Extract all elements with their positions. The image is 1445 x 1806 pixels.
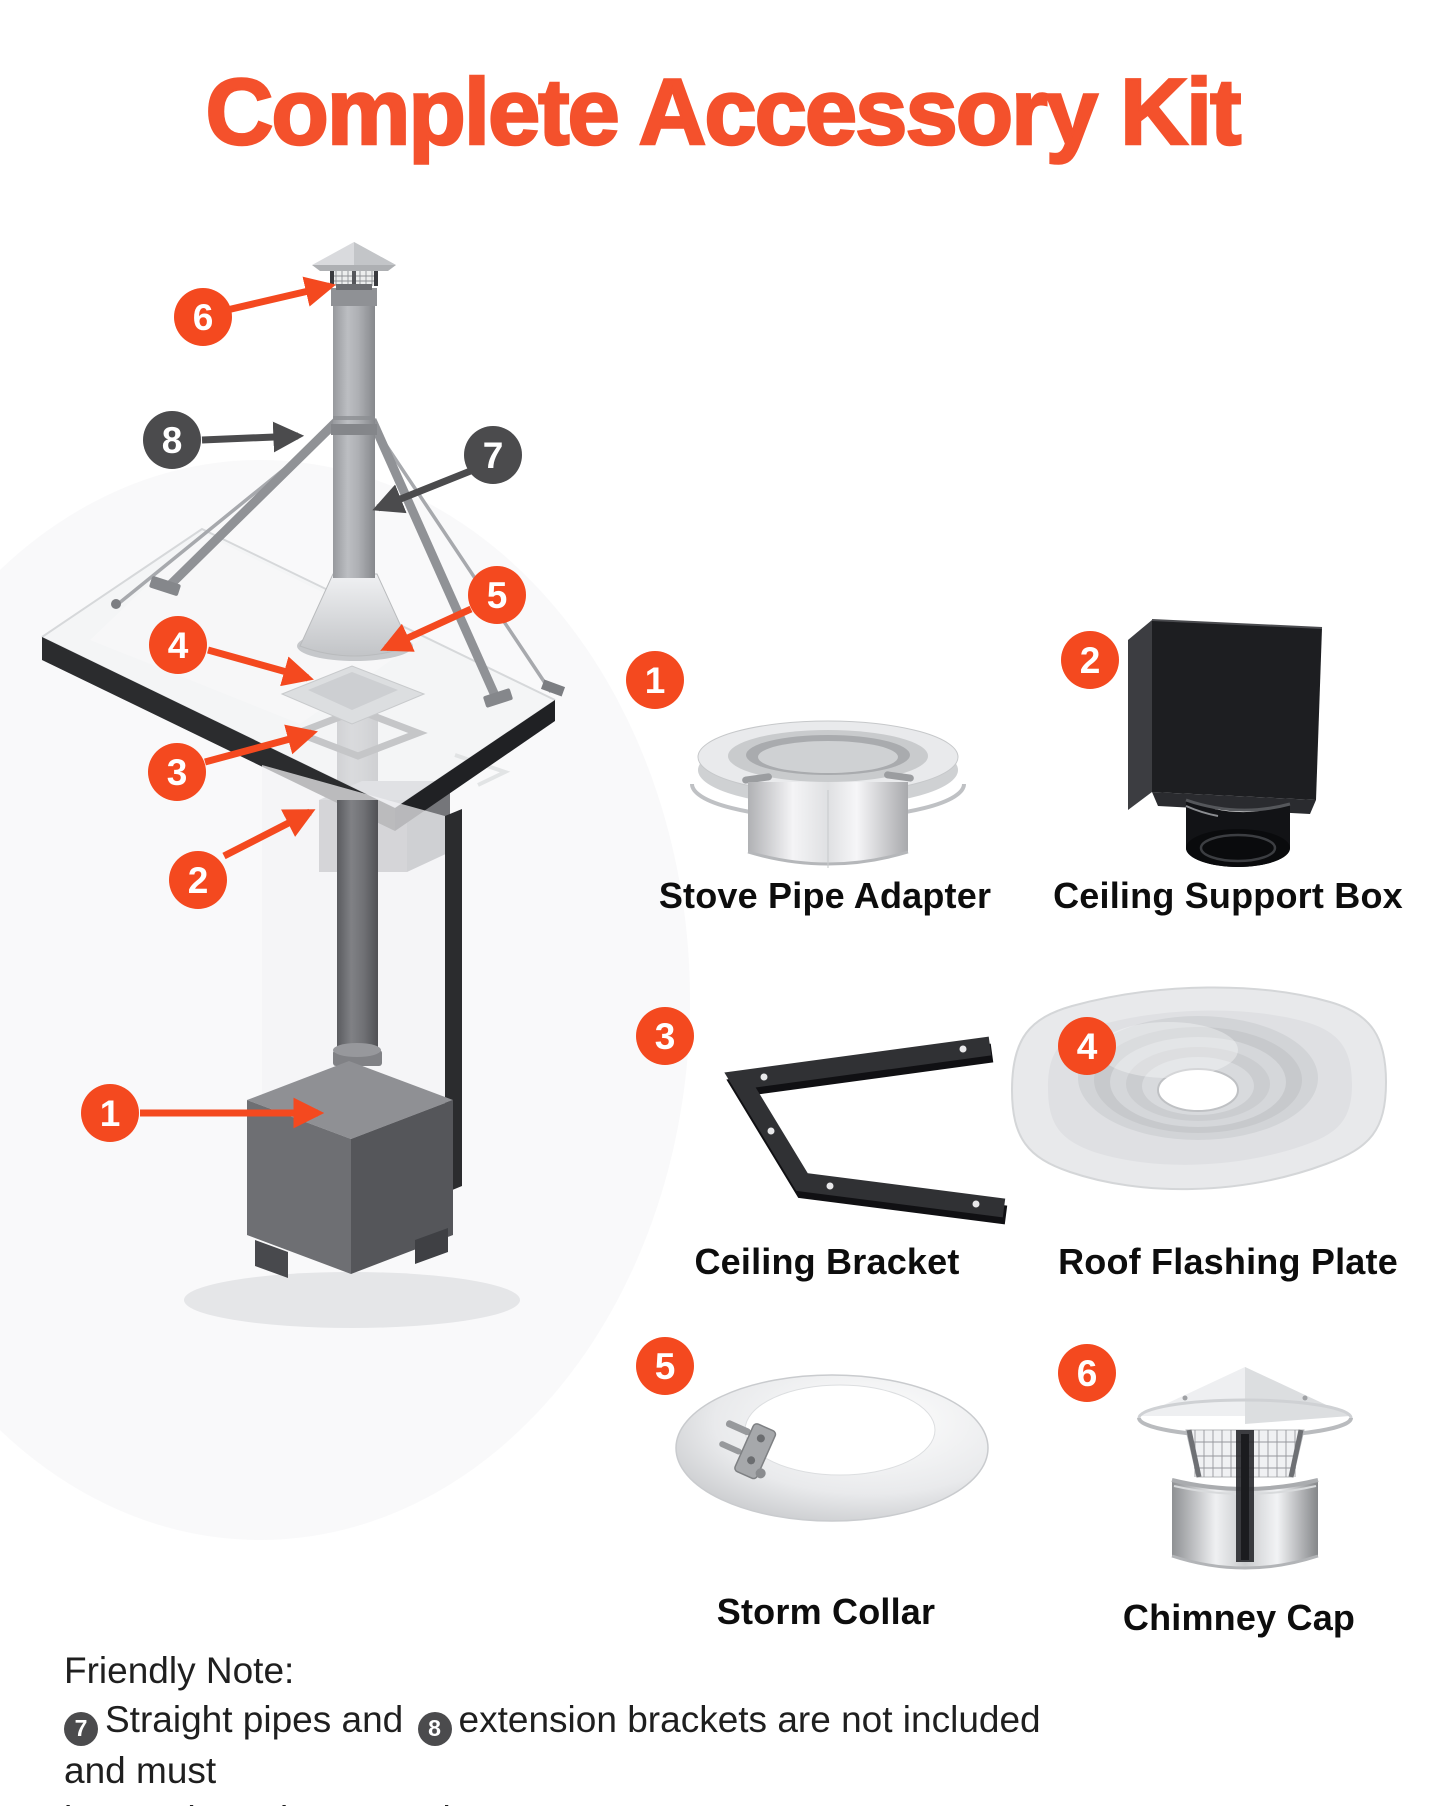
- note-text-seg2: extension brackets are not included and …: [64, 1699, 1041, 1791]
- product-label-stove-pipe-adapter: Stove Pipe Adapter: [658, 875, 992, 916]
- roof-flashing-plate-icon: [1010, 986, 1388, 1191]
- chimney-cap-icon: [1137, 1367, 1353, 1570]
- diagram-callout-3: 3: [148, 743, 206, 801]
- stove-pipe-lower: [337, 800, 378, 1055]
- product-label-ceiling-bracket: Ceiling Bracket: [694, 1241, 960, 1282]
- collar-clamp: [719, 1420, 777, 1480]
- note-line-2: be purchased separately.: [64, 1795, 1094, 1806]
- diagram-callout-4: 4: [149, 616, 207, 674]
- callout-arrows: [140, 276, 480, 1129]
- stove-icon: [184, 1061, 520, 1328]
- product-label-ceiling-support-box: Ceiling Support Box: [1053, 875, 1403, 916]
- diagram-callout-6: 6: [174, 288, 232, 346]
- diagram-roof-flashing: [280, 665, 426, 725]
- extension-brackets: [111, 416, 566, 708]
- note-text-seg1: Straight pipes and: [105, 1699, 414, 1740]
- diagram-callout-5: 5: [468, 566, 526, 624]
- ceiling-support-box-icon: [1128, 619, 1323, 867]
- product-badge-4: 4: [1058, 1017, 1116, 1075]
- product-label-chimney-cap: Chimney Cap: [1122, 1597, 1356, 1638]
- note-heading: Friendly Note:: [64, 1650, 295, 1691]
- product-label-roof-flashing-plate: Roof Flashing Plate: [1058, 1241, 1398, 1282]
- product-badge-2: 2: [1061, 631, 1119, 689]
- product-badge-1: 1: [626, 651, 684, 709]
- diagram-callout-7: 7: [464, 426, 522, 484]
- diagram-stove-pipe-adapter: [333, 1043, 382, 1066]
- stove-pipe-adapter-icon: [690, 720, 966, 868]
- stove-pipe-upper: [331, 288, 377, 578]
- product-label-storm-collar: Storm Collar: [716, 1591, 936, 1632]
- page-title: Complete Accessory Kit: [204, 58, 1242, 166]
- product-badge-5: 5: [636, 1337, 694, 1395]
- diagram-callout-2: 2: [169, 851, 227, 909]
- note-badge-8: 8: [417, 1711, 452, 1746]
- diagram-chimney-cap: [312, 242, 396, 290]
- product-badge-3: 3: [636, 1007, 694, 1065]
- product-badge-6: 6: [1058, 1344, 1116, 1402]
- diagram-callout-1: 1: [81, 1084, 139, 1142]
- note-badge-7: 7: [64, 1711, 98, 1746]
- ceiling-bracket-icon: [724, 1036, 1008, 1225]
- installation-diagram: [0, 242, 690, 1540]
- diagram-callout-8: 8: [143, 411, 201, 469]
- storm-collar-icon: [675, 1374, 989, 1522]
